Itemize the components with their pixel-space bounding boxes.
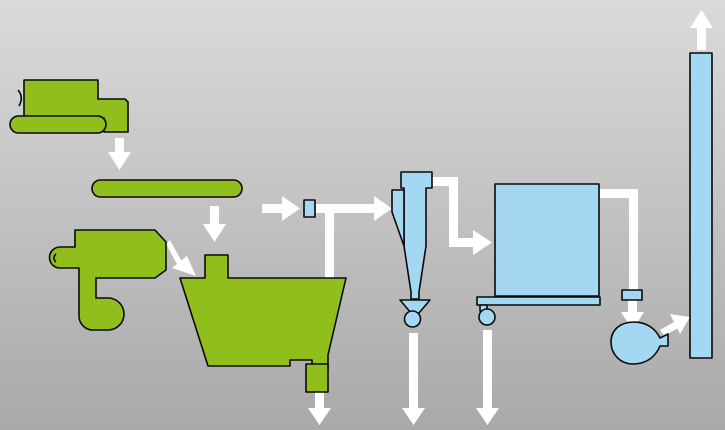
arrow-burner-to-mixer [166, 240, 196, 276]
belt-conveyor [91, 179, 243, 198]
arrow-stack-exhaust [690, 10, 713, 50]
exhaust-fan [610, 321, 669, 365]
burner-blower [48, 229, 167, 331]
duct-cyclone-to-filter [432, 177, 492, 255]
duct-mixer-riser [325, 206, 334, 278]
cyclone-separator [391, 171, 433, 328]
arrow-fan-inlet-down [621, 300, 644, 330]
arrow-feeder-to-conveyor [108, 138, 131, 170]
flow-arrows [108, 10, 713, 425]
arrow-air-inlet [262, 196, 300, 221]
arrow-fan-to-stack [660, 314, 690, 336]
feeder-hopper [9, 79, 129, 134]
bag-filter [476, 183, 601, 326]
arrow-filter-discharge [476, 330, 499, 425]
arrow-conveyor-to-mixer [203, 206, 226, 242]
fan-damper [621, 289, 643, 301]
duct-filter-to-fan [600, 189, 638, 291]
arrow-mixer-discharge [308, 392, 331, 425]
arrow-cyclone-discharge [402, 333, 425, 425]
mixer-outlet [305, 363, 329, 393]
mixer-vessel [179, 254, 347, 393]
duct-to-cyclone [316, 196, 392, 221]
inlet-damper [303, 199, 316, 218]
exhaust-stack [689, 52, 713, 359]
